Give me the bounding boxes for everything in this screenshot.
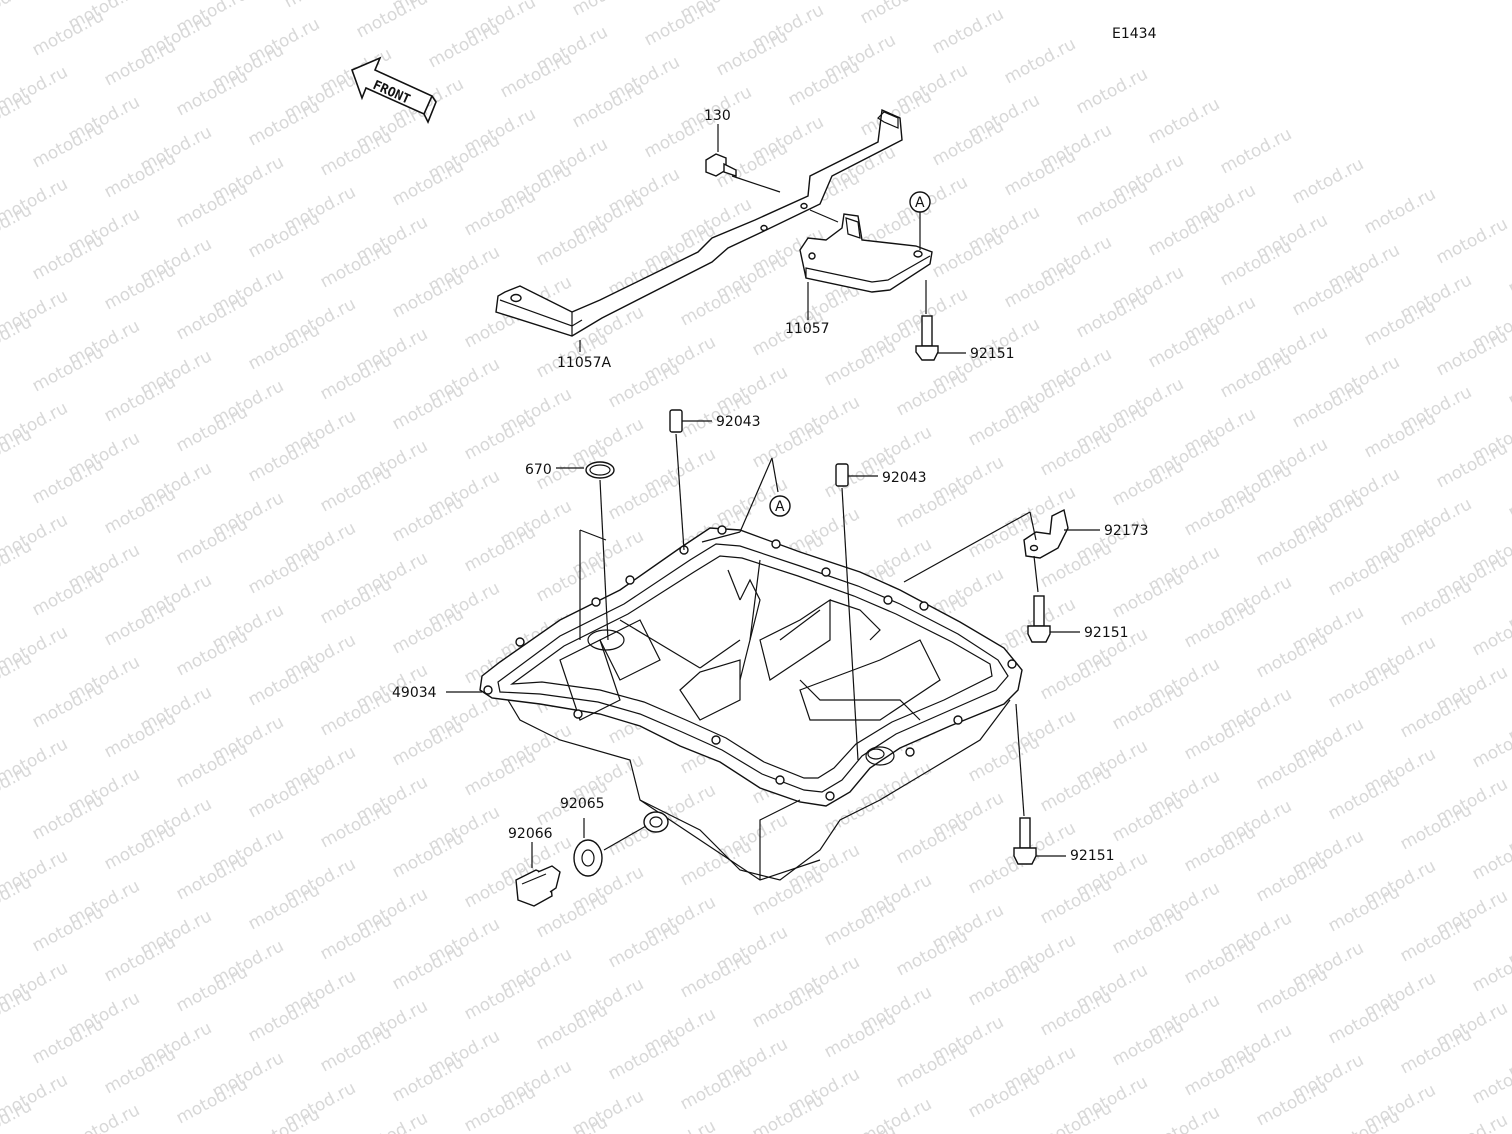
- bracket-11057: [799, 213, 933, 293]
- part-number-92151-top: 92151: [970, 346, 1015, 362]
- flange-bolt-holes: [483, 525, 1017, 801]
- reference-marker-a-top: A: [909, 191, 931, 213]
- diagram-id-label: E1434: [1112, 26, 1157, 42]
- drain-plug-92066: [515, 865, 561, 907]
- clamp-92173: [1023, 508, 1069, 559]
- part-number-92151-mid: 92151: [1084, 625, 1129, 641]
- part-number-92043-right: 92043: [882, 470, 927, 486]
- dowel-pin-92043-right: [835, 463, 849, 487]
- part-number-11057a: 11057A: [557, 355, 612, 371]
- part-number-92173: 92173: [1104, 523, 1149, 539]
- o-ring-670: [585, 461, 615, 479]
- part-number-11057: 11057: [785, 321, 830, 337]
- bolt-92151-mid: [1027, 595, 1051, 643]
- part-number-130: 130: [704, 108, 731, 124]
- part-number-92151-bottom: 92151: [1070, 848, 1115, 864]
- bolt-92151-bottom: [1013, 817, 1037, 865]
- reference-marker-a-mid: A: [769, 495, 791, 517]
- bolt-130: [705, 153, 737, 177]
- oil-pan-49034: [479, 525, 1023, 881]
- washer-92065: [573, 839, 603, 877]
- part-number-92065: 92065: [560, 796, 605, 812]
- bolt-92151-top: [915, 315, 939, 361]
- part-number-49034: 49034: [392, 685, 437, 701]
- part-number-670: 670: [525, 462, 552, 478]
- reference-a-mid-label: A: [775, 499, 785, 515]
- reference-a-top-label: A: [915, 195, 925, 211]
- part-number-92066: 92066: [508, 826, 553, 842]
- dowel-pin-92043-left: [669, 409, 683, 433]
- part-number-92043-left: 92043: [716, 414, 761, 430]
- leader-lines: [446, 124, 1100, 868]
- bracket-11057a: [495, 108, 903, 337]
- front-direction-arrow: FRONT: [350, 56, 437, 124]
